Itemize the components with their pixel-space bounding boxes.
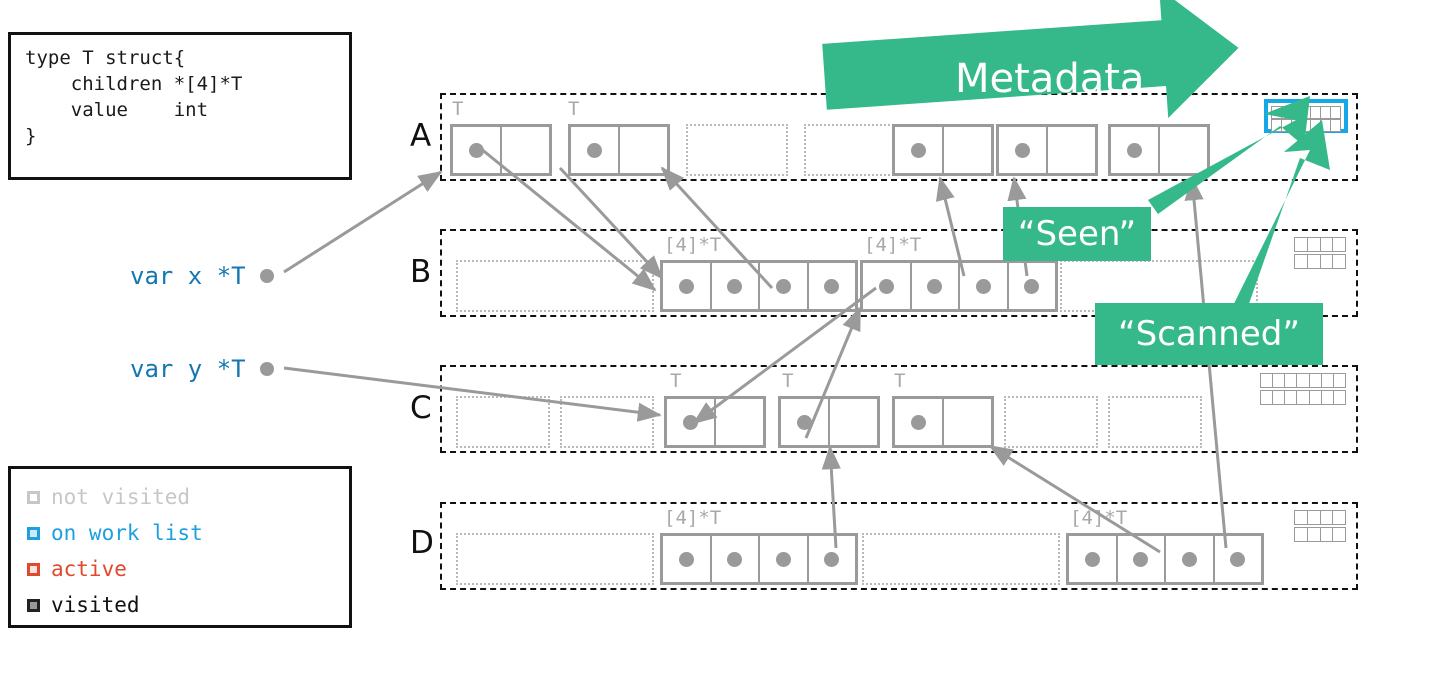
row-a-object-3[interactable] — [996, 124, 1098, 176]
row-c-free-slot-2 — [1004, 396, 1098, 448]
row-a-object-0[interactable] — [450, 124, 552, 176]
row-label-c: C — [410, 390, 432, 426]
row-b-free-slot-0 — [456, 260, 654, 312]
legend-label-not-visited: not visited — [51, 485, 191, 509]
row-c-region: T T T — [440, 365, 1358, 453]
row-d-free-slot-0 — [456, 533, 654, 585]
var-y-pointer: var y *T — [130, 355, 274, 383]
row-d-metadata-block[interactable] — [1294, 510, 1346, 542]
row-c-free-slot-1 — [560, 396, 654, 448]
var-y-label: var y *T — [130, 355, 246, 383]
row-c-object-1[interactable] — [778, 396, 880, 448]
row-c-object-2[interactable] — [892, 396, 994, 448]
row-a-metadata-block[interactable] — [1264, 99, 1348, 133]
row-label-a: A — [410, 118, 432, 154]
row-c-free-slot-0 — [456, 396, 550, 448]
row-d-free-slot-1 — [862, 533, 1060, 585]
legend-item-not-visited: not visited — [27, 479, 349, 515]
scanned-callout-label: “Scanned” — [1118, 314, 1300, 354]
row-a-tag-0: T — [452, 98, 464, 120]
metadata-callout-label: Metadata — [955, 56, 1145, 102]
row-label-b: B — [410, 254, 432, 290]
type-definition-code: type T struct{ children *[4]*T value int… — [25, 47, 243, 147]
row-c-free-slot-3 — [1108, 396, 1202, 448]
row-d-region: [4]*T [4]*T — [440, 502, 1358, 590]
legend-swatch-active — [27, 562, 40, 576]
row-c-tag-0: T — [670, 370, 682, 392]
row-c-object-0[interactable] — [664, 396, 766, 448]
row-d-tag-1: [4]*T — [1070, 507, 1128, 529]
row-label-d: D — [410, 525, 434, 561]
row-c-tag-2: T — [894, 370, 906, 392]
row-a-object-2[interactable] — [892, 124, 994, 176]
var-y-dot — [259, 362, 274, 376]
seen-callout-label: “Seen” — [1017, 214, 1137, 254]
legend-swatch-on-work-list — [27, 526, 40, 540]
type-definition-box: type T struct{ children *[4]*T value int… — [8, 32, 352, 180]
row-b-tag-1: [4]*T — [864, 234, 922, 256]
row-d-tag-0: [4]*T — [664, 507, 722, 529]
legend-box: not visited on work list active visited — [8, 466, 352, 628]
legend-label-visited: visited — [51, 593, 140, 617]
legend-label-active: active — [51, 557, 127, 581]
row-b-array-0[interactable] — [660, 260, 858, 312]
row-c-metadata-block[interactable] — [1260, 373, 1346, 405]
row-b-array-1[interactable] — [860, 260, 1058, 312]
legend-item-visited: visited — [27, 587, 349, 623]
row-a-region: T T — [440, 93, 1358, 181]
var-x-label: var x *T — [130, 262, 246, 290]
legend-swatch-visited — [27, 598, 40, 612]
row-a-free-slot-0 — [686, 124, 788, 176]
row-c-tag-1: T — [782, 370, 794, 392]
legend-item-on-work-list: on work list — [27, 515, 349, 551]
scanned-callout: “Scanned” — [1095, 303, 1323, 365]
legend-item-active: active — [27, 551, 349, 587]
var-x-pointer: var x *T — [130, 262, 274, 290]
row-a-free-slot-1 — [804, 124, 906, 176]
row-b-tag-0: [4]*T — [664, 234, 722, 256]
row-a-object-1[interactable] — [568, 124, 670, 176]
legend-label-on-work-list: on work list — [51, 521, 203, 545]
legend-swatch-not-visited — [27, 490, 40, 504]
row-d-array-0[interactable] — [660, 533, 858, 585]
row-a-tag-1: T — [568, 98, 580, 120]
var-x-dot — [259, 269, 274, 283]
row-d-array-1[interactable] — [1066, 533, 1264, 585]
row-b-metadata-block[interactable] — [1294, 237, 1346, 269]
seen-callout: “Seen” — [1003, 207, 1151, 261]
row-a-object-4[interactable] — [1108, 124, 1210, 176]
